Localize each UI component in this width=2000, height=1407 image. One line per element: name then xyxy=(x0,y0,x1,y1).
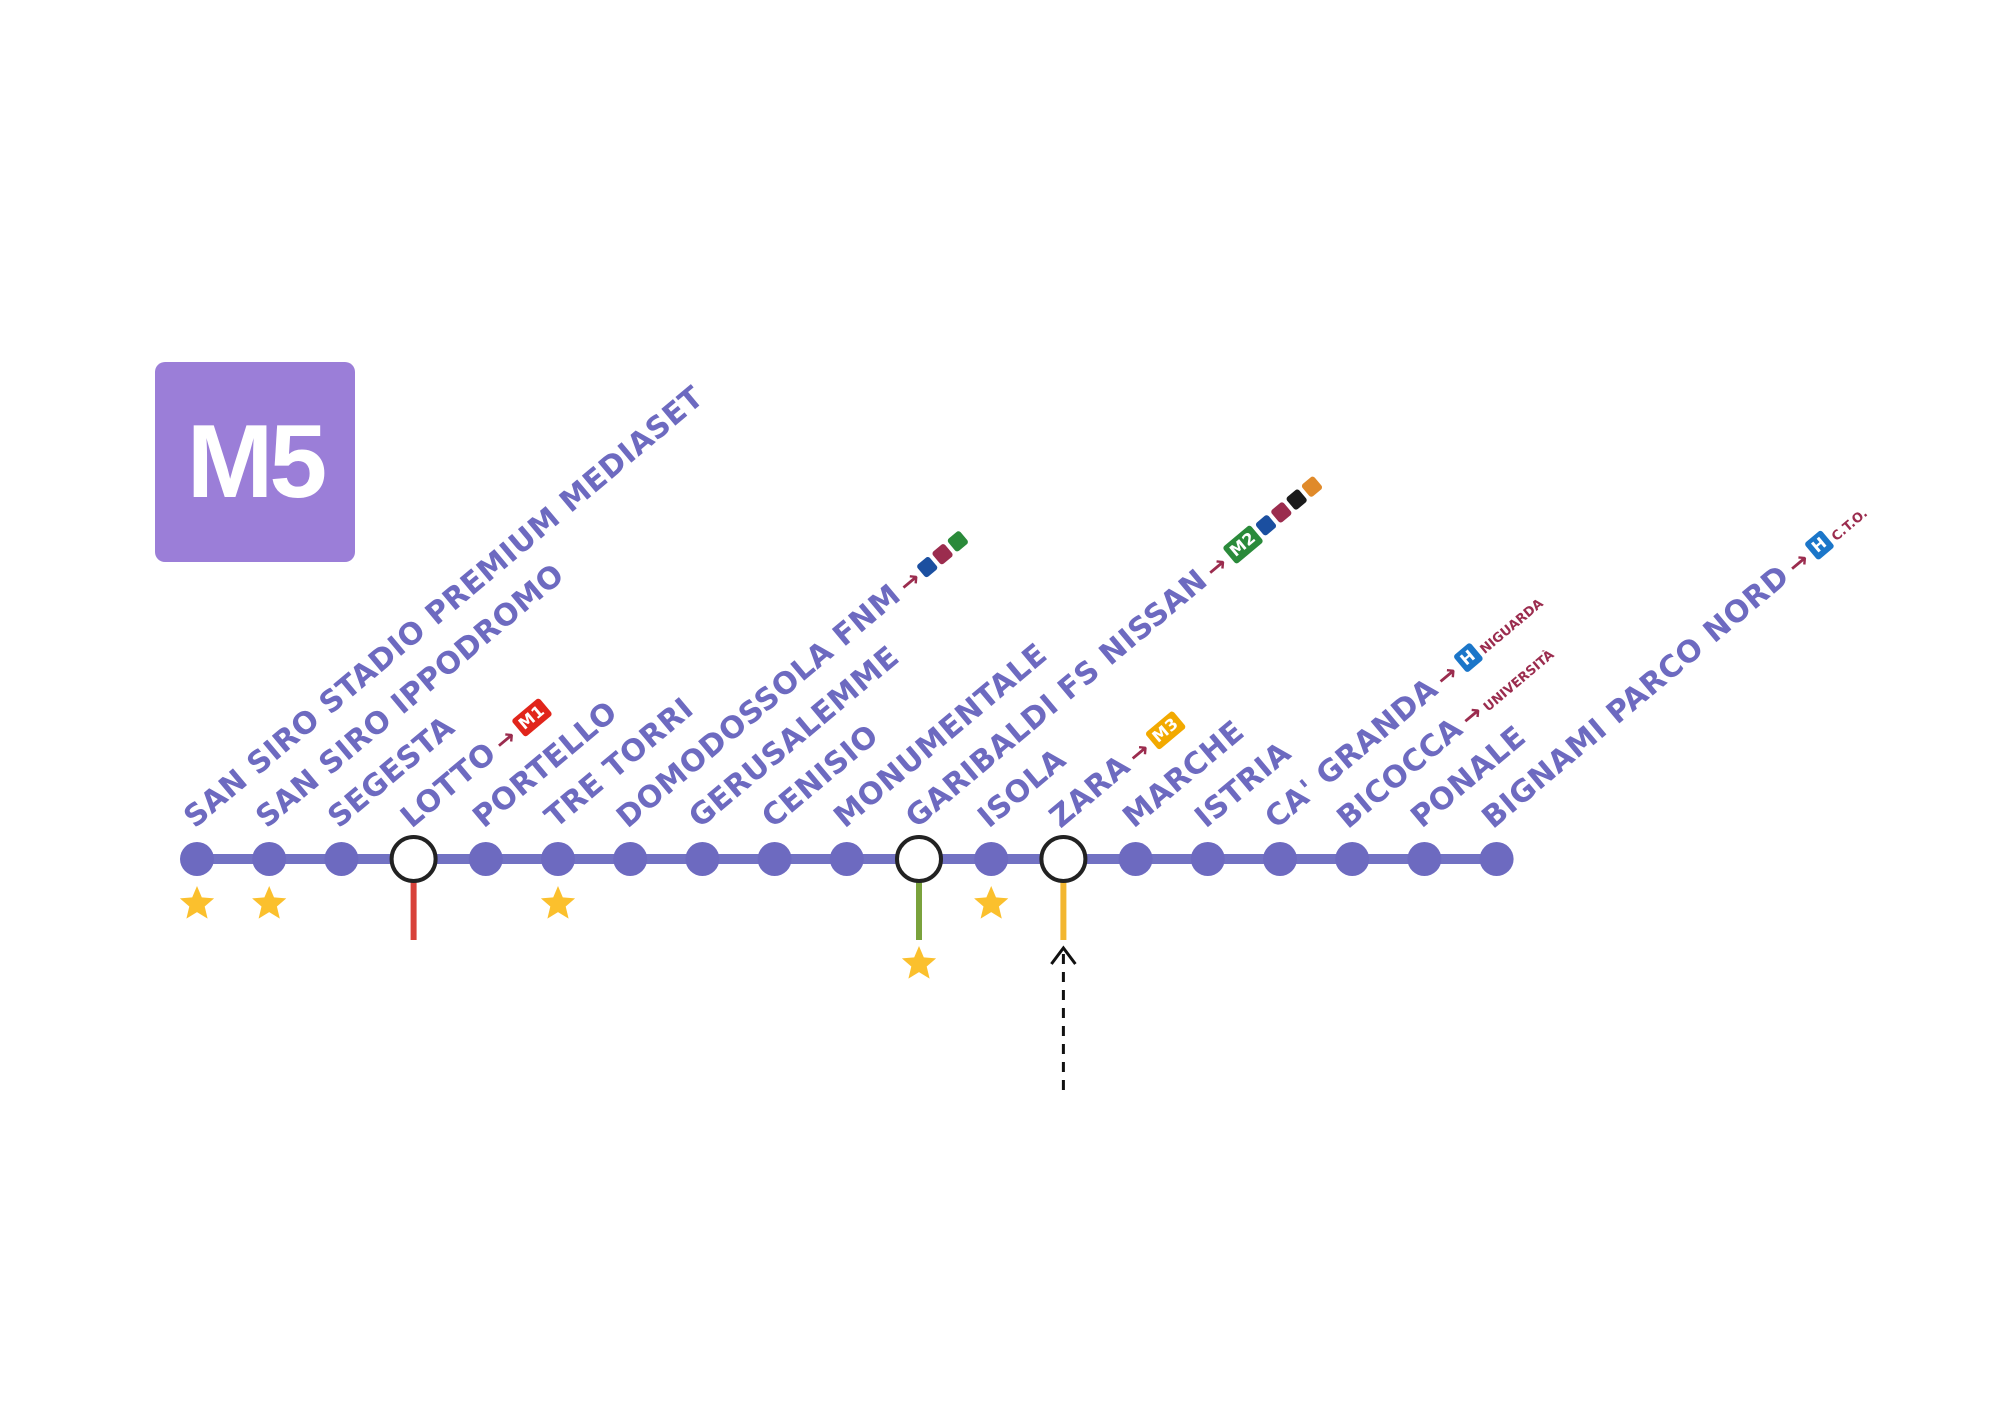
station-marker xyxy=(829,842,864,876)
star-icon xyxy=(901,946,937,979)
train-icon xyxy=(1254,513,1277,537)
station-marker xyxy=(541,842,575,876)
station-marker xyxy=(1118,842,1153,876)
station-marker xyxy=(324,842,359,876)
station-marker xyxy=(1407,842,1442,876)
bus-icon xyxy=(1269,500,1293,524)
station-marker xyxy=(613,842,648,876)
station-marker xyxy=(685,842,720,876)
star-icon xyxy=(974,886,1009,919)
station-marker xyxy=(1263,842,1297,876)
interchange-station-marker xyxy=(389,835,438,883)
station-marker xyxy=(757,842,792,876)
star-icon xyxy=(179,886,215,919)
station-marker xyxy=(180,842,214,876)
station-marker xyxy=(468,842,503,876)
interchange-station-marker xyxy=(895,835,943,883)
station-marker xyxy=(1190,842,1225,876)
interchange-station-marker xyxy=(1039,835,1088,883)
star-icon xyxy=(540,886,576,919)
station-marker xyxy=(974,842,1009,876)
bus-icon xyxy=(931,542,954,566)
station-marker xyxy=(1335,842,1370,876)
station-marker xyxy=(252,842,287,876)
m5-line-logo: M5 xyxy=(155,362,355,562)
train-icon xyxy=(915,555,939,579)
taxi-icon xyxy=(1285,487,1308,511)
arrow-up-icon xyxy=(1050,945,1077,965)
logo-text: M5 xyxy=(186,403,327,520)
star-icon xyxy=(252,886,287,919)
station-marker xyxy=(1479,842,1514,876)
